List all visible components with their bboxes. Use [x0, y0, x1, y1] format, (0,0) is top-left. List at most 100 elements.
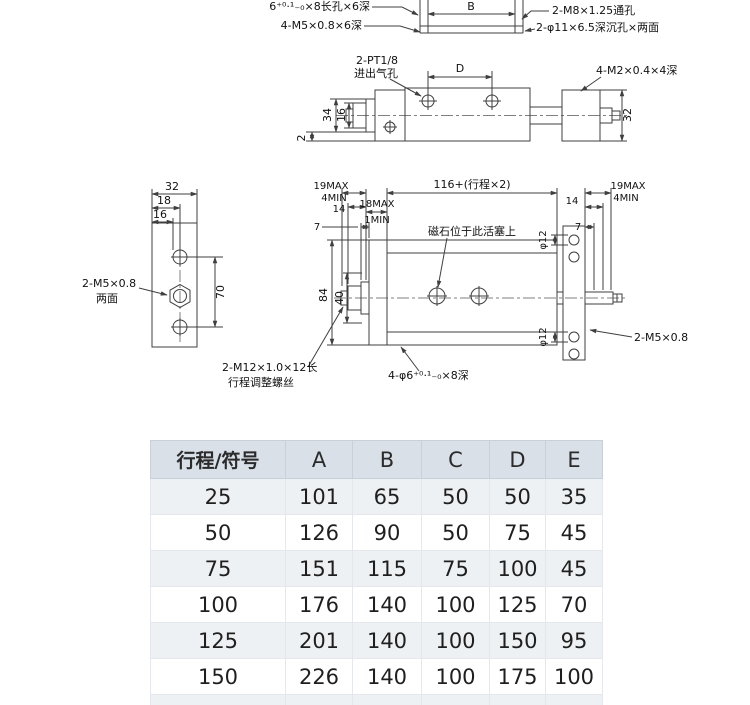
dim-cell: 140 [352, 622, 422, 659]
dim-70-label: 70 [214, 285, 227, 299]
stroke-cell: 75 [150, 550, 286, 587]
m5-top-label: 4-M5×0.8×6深 [281, 19, 362, 32]
header-dim-col: C [421, 440, 490, 479]
magnet-note-label: 磁石位于此活塞上 [428, 224, 516, 238]
dim-cell: 50 [489, 478, 546, 515]
port-thread-label: 2-PT1/8 [356, 54, 398, 67]
dim-b-label: B [467, 0, 475, 13]
dim-cell: 150 [489, 622, 546, 659]
table-row [150, 694, 603, 705]
phi12-top-label: φ12 [538, 230, 549, 249]
phi6-hole-label: 4-φ6⁺⁰·¹₋₀×8深 [388, 369, 469, 382]
dim-cell [421, 694, 490, 705]
header-dim-col: B [352, 440, 422, 479]
dim-14-left-label: 14 [333, 204, 346, 215]
dim-40-label: 40 [333, 291, 346, 305]
dim-cell: 90 [352, 514, 422, 551]
dim-cell: 65 [352, 478, 422, 515]
front-view [307, 188, 633, 372]
dim-cell: 226 [285, 658, 353, 695]
drawing-geometry [138, 0, 633, 372]
dim-16-side-label: 16 [335, 108, 348, 122]
dim-14-right-label: 14 [566, 196, 579, 207]
label-18max: 18MAX [359, 199, 394, 210]
stroke-cell: 25 [150, 478, 286, 515]
label-1min: 1MIN [364, 215, 389, 226]
dim-cell: 140 [352, 586, 422, 623]
dim-32-right-label: 32 [621, 108, 634, 122]
dim-cell: 126 [285, 514, 353, 551]
stroke-cell [150, 694, 286, 705]
dim-16-label: 16 [153, 208, 167, 221]
left-4min-label: 4MIN [321, 193, 346, 204]
dim-cell: 45 [545, 514, 603, 551]
counterbore-label: 2-φ11×6.5深沉孔×两面 [536, 21, 659, 34]
header-dim-col: E [545, 440, 603, 479]
left-plate-view [138, 189, 223, 348]
dim-84-label: 84 [317, 288, 330, 302]
dim-cell: 175 [489, 658, 546, 695]
port-name-label: 进出气孔 [354, 66, 398, 80]
dim-cell: 70 [545, 586, 603, 623]
dim-cell: 176 [285, 586, 353, 623]
left-19max-label: 19MAX [313, 181, 348, 192]
dim-d-label: D [456, 62, 464, 75]
dim-cell [545, 694, 603, 705]
phi12-bottom-label: φ12 [538, 327, 549, 346]
dim-cell: 101 [285, 478, 353, 515]
side-view [306, 71, 630, 142]
dim-18-label: 18 [157, 194, 171, 207]
dim-cell: 100 [489, 550, 546, 587]
stroke-cell: 150 [150, 658, 286, 695]
drawing-labels: 6⁺⁰·¹₋₀×8长孔×6深 4-M5×0.8×6深 B 2-M8×1.25通孔… [82, 0, 688, 389]
header-dim-col: D [489, 440, 546, 479]
stroke-cell: 50 [150, 514, 286, 551]
stroke-cell: 100 [150, 586, 286, 623]
dim-cell: 75 [421, 550, 490, 587]
dim-cell: 75 [489, 514, 546, 551]
dim-cell: 100 [421, 586, 490, 623]
dim-cell: 50 [421, 478, 490, 515]
header-dim-col: A [285, 440, 353, 479]
dim-cell: 50 [421, 514, 490, 551]
dim-7-right-label: 7 [575, 222, 581, 233]
dim-cell: 100 [545, 658, 603, 695]
dim-cell: 151 [285, 550, 353, 587]
dim-cell [352, 694, 422, 705]
dim-cell: 35 [545, 478, 603, 515]
m12-thread-label: 2-M12×1.0×12长 [222, 361, 317, 374]
dim-cell [489, 694, 546, 705]
dim-cell: 115 [352, 550, 422, 587]
both-sides-label: 两面 [96, 292, 118, 305]
slot-dim-label: 6⁺⁰·¹₋₀×8长孔×6深 [269, 0, 370, 13]
dim-cell: 201 [285, 622, 353, 659]
technical-drawing: 6⁺⁰·¹₋₀×8长孔×6深 4-M5×0.8×6深 B 2-M8×1.25通孔… [82, 0, 688, 389]
dim-cell: 125 [489, 586, 546, 623]
dim-cell: 100 [421, 658, 490, 695]
m2-label: 4-M2×0.4×4深 [596, 64, 677, 77]
dim-32-label: 32 [165, 180, 179, 193]
right-19max-label: 19MAX [610, 181, 645, 192]
dim-cell [285, 694, 353, 705]
header-stroke-col: 行程/符号 [150, 440, 286, 479]
dim-cell: 140 [352, 658, 422, 695]
right-4min-label: 4MIN [613, 193, 638, 204]
stroke-formula-label: 116+(行程×2) [433, 178, 510, 191]
dim-cell: 100 [421, 622, 490, 659]
stroke-cell: 125 [150, 622, 286, 659]
dim-2-label: 2 [295, 135, 308, 142]
top-view-fragment [364, 0, 549, 34]
m5-both-sides-label: 2-M5×0.8 [82, 277, 136, 290]
dim-cell: 95 [545, 622, 603, 659]
m5-right-label: 2-M5×0.8 [634, 331, 688, 344]
